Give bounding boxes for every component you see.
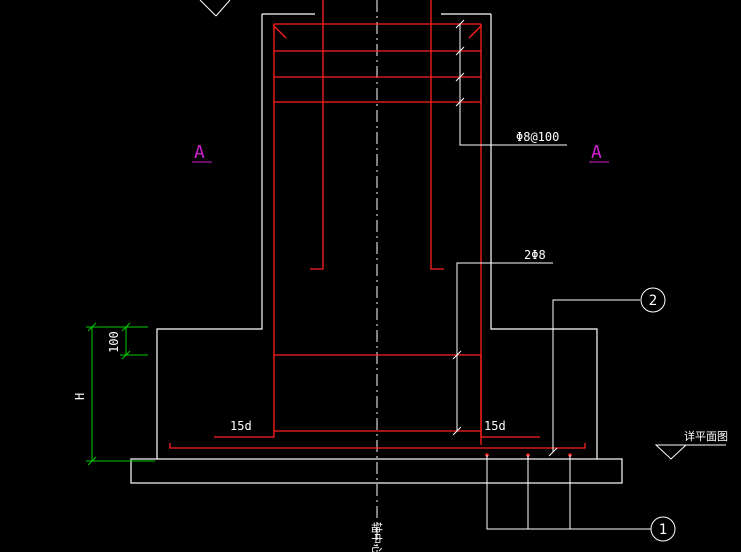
- dim-H-text: H: [73, 393, 87, 400]
- stirrup-tick-1: [455, 19, 465, 29]
- axis-label-text: 轴中心线: [370, 522, 384, 552]
- top-break-symbol: [199, 0, 231, 17]
- stirrup-hook-left: [273, 25, 287, 39]
- level-symbol: [654, 444, 726, 460]
- stirrup-callout-text: Φ8@100: [516, 130, 559, 144]
- bubble-2: 2: [640, 287, 666, 313]
- anchor-bar-left: [214, 355, 275, 438]
- bars-tick-2: [452, 426, 462, 436]
- bars-tick-1: [452, 350, 462, 360]
- dimension-group: [86, 322, 155, 466]
- stirrup-callout-leader: [459, 24, 567, 146]
- leader-lines: [452, 19, 651, 530]
- bottom-mesh-bar: [169, 443, 586, 449]
- bubble-1-text: 1: [659, 522, 667, 538]
- bubble-1: 1: [650, 516, 676, 542]
- section-mark-right: A: [589, 142, 609, 163]
- dim-100-text: 100: [107, 331, 121, 353]
- column-long-bar-left: [310, 0, 324, 270]
- stirrup-hook-right: [468, 25, 482, 39]
- stirrup-tick-3: [455, 72, 465, 82]
- anchor-left-text: 15d: [230, 419, 252, 433]
- rebar-group: [169, 0, 586, 449]
- column-right-outline: [490, 14, 598, 459]
- stirrup-tick-2: [455, 46, 465, 56]
- column-long-bar-right: [430, 0, 444, 270]
- section-mark-left: A: [192, 142, 212, 163]
- stirrup-tick-4: [455, 97, 465, 107]
- bars-callout-text: 2Φ8: [524, 248, 546, 262]
- cushion-slab: [130, 458, 623, 484]
- anchor-bar-right: [480, 355, 540, 438]
- bubble-1-leader: [486, 455, 651, 530]
- level-label-text: 详平面图: [684, 429, 728, 443]
- concrete-outline: [130, 13, 623, 484]
- anchor-right-text: 15d: [484, 419, 506, 433]
- bubble-2-text: 2: [649, 293, 657, 309]
- bubble-2-tick: [548, 447, 558, 457]
- bubble-2-leader: [552, 299, 640, 452]
- section-label-right: A: [591, 142, 602, 163]
- section-label-left: A: [194, 142, 205, 163]
- column-left-outline: [156, 14, 263, 459]
- bars-callout-leader: [456, 262, 553, 431]
